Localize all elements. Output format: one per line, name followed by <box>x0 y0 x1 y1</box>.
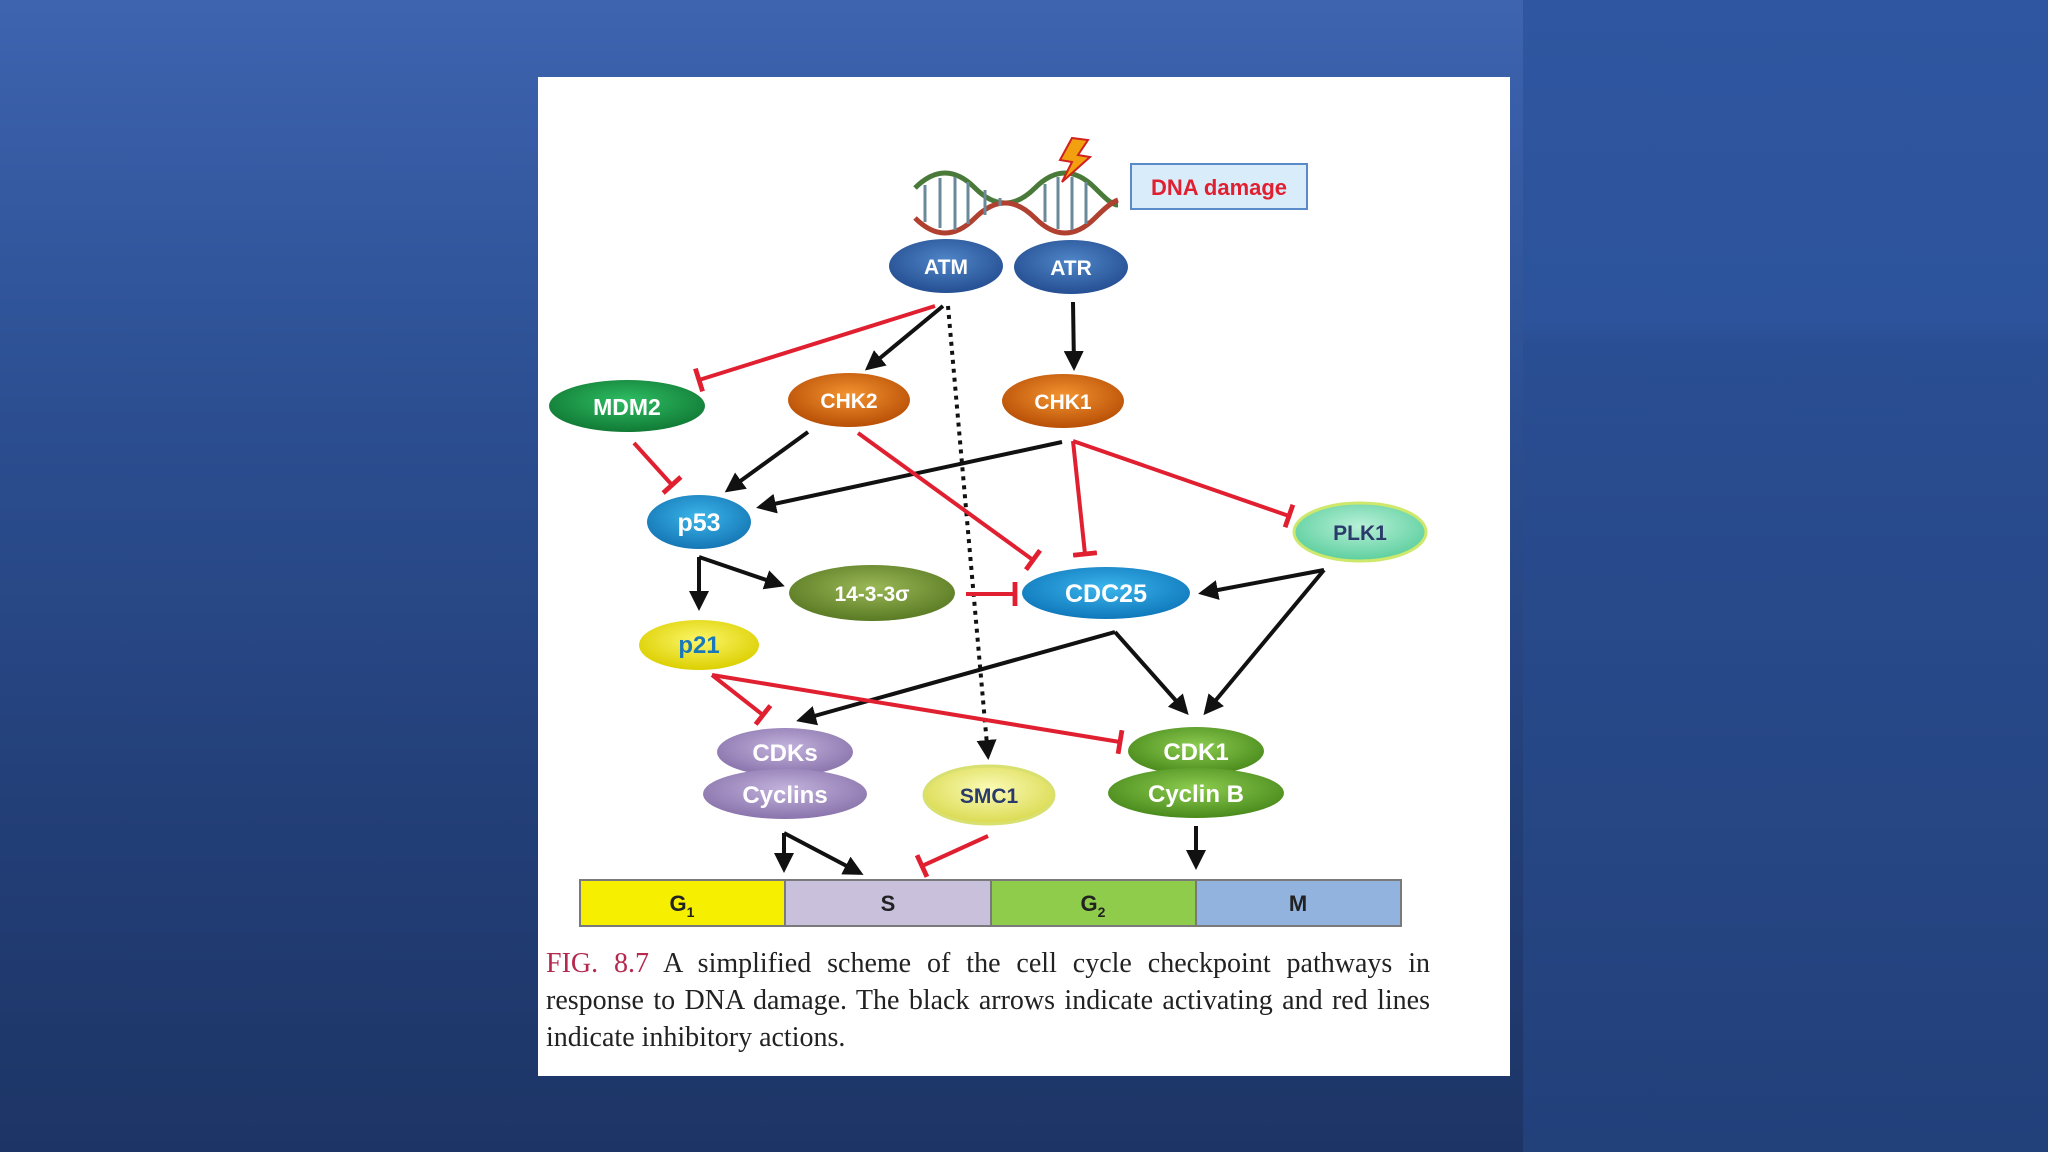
cell-cycle-phase-bar <box>579 879 1402 927</box>
node-atr-label: ATR <box>1050 257 1092 280</box>
activating-arrows <box>689 301 1326 875</box>
node-cdc25: CDC25 <box>1022 567 1190 619</box>
figure-caption-text: A simplified scheme of the cell cycle ch… <box>546 948 1431 1053</box>
arrow-cyclins-s <box>783 831 864 875</box>
phase-m <box>1195 879 1402 927</box>
inhibit-chk1-cdc25 <box>1071 440 1098 558</box>
node-atm-label: ATM <box>924 256 968 279</box>
phase-g2-label: G2 <box>1081 891 1106 920</box>
node-14-3-3: 14-3-3σ <box>789 565 955 621</box>
arrow-atm-smc1-dotted <box>946 305 997 760</box>
arrow-cdc25-cdks <box>796 630 1116 726</box>
inhibit-mdm2-p53 <box>632 441 683 495</box>
arrow-plk1-cdk1 <box>1203 568 1326 716</box>
node-smc1: SMC1 <box>922 764 1056 826</box>
inhibit-chk1-plk1 <box>1072 439 1296 529</box>
phase-m-label: M <box>1289 891 1307 916</box>
node-plk1-label: PLK1 <box>1333 522 1387 545</box>
lightning-bolt-icon <box>1058 136 1093 183</box>
arrow-atr-chk1 <box>1063 301 1084 371</box>
phase-s <box>784 879 992 927</box>
node-chk2: CHK2 <box>788 373 910 427</box>
inhibit-atm-mdm2 <box>693 304 936 393</box>
node-cyclins: Cyclins <box>703 769 867 819</box>
node-cdc25-label: CDC25 <box>1065 580 1147 608</box>
node-cyclin-b-label: Cyclin B <box>1148 781 1244 808</box>
dna-helix-icon <box>913 170 1119 236</box>
node-cyclins-label: Cyclins <box>742 782 827 809</box>
phase-s-label: S <box>881 891 896 916</box>
inhibit-smc1-s <box>914 834 989 878</box>
node-p53-label: p53 <box>677 509 720 537</box>
background-right-panel <box>1523 0 2048 1152</box>
phase-g2 <box>990 879 1197 927</box>
arrow-atm-chk2 <box>864 304 945 371</box>
node-mdm2: MDM2 <box>549 380 705 432</box>
node-cdks-label: CDKs <box>752 740 817 767</box>
node-cdks: CDKs <box>717 728 853 776</box>
node-p53: p53 <box>647 495 751 549</box>
arrow-plk1-cdc25 <box>1198 568 1325 600</box>
node-14-3-3-label: 14-3-3σ <box>834 583 909 606</box>
arrow-cdc25-cdk1 <box>1113 630 1189 715</box>
arrow-chk1-p53 <box>756 440 1063 514</box>
figure-number: FIG. 8.7 <box>546 948 650 979</box>
node-chk1: CHK1 <box>1002 374 1124 428</box>
node-p21-label: p21 <box>678 632 719 659</box>
node-plk1: PLK1 <box>1292 501 1428 563</box>
node-smc1-label: SMC1 <box>960 785 1019 808</box>
dna-damage-box <box>1130 163 1308 210</box>
node-chk2-label: CHK2 <box>820 390 877 413</box>
arrow-chk2-p53 <box>724 430 810 493</box>
inhibitory-lines <box>632 304 1296 878</box>
node-atr: ATR <box>1014 240 1128 294</box>
inhibit-p21-cdk1 <box>711 673 1125 755</box>
node-cyclin-b: Cyclin B <box>1108 768 1284 818</box>
phase-g1 <box>579 879 786 927</box>
node-mdm2-label: MDM2 <box>593 394 661 420</box>
inhibit-chk2-cdc25 <box>856 431 1042 572</box>
arrow-p53-14-3-3 <box>698 555 785 590</box>
dna-damage-label: DNA damage <box>1151 175 1287 200</box>
node-atm: ATM <box>889 239 1003 293</box>
phase-g1-label: G1 <box>670 891 695 920</box>
inhibit-p21-cdks <box>710 673 773 726</box>
node-chk1-label: CHK1 <box>1034 391 1091 414</box>
node-cdk1: CDK1 <box>1128 727 1264 775</box>
node-cdk1-label: CDK1 <box>1163 739 1228 766</box>
node-p21: p21 <box>639 620 759 670</box>
